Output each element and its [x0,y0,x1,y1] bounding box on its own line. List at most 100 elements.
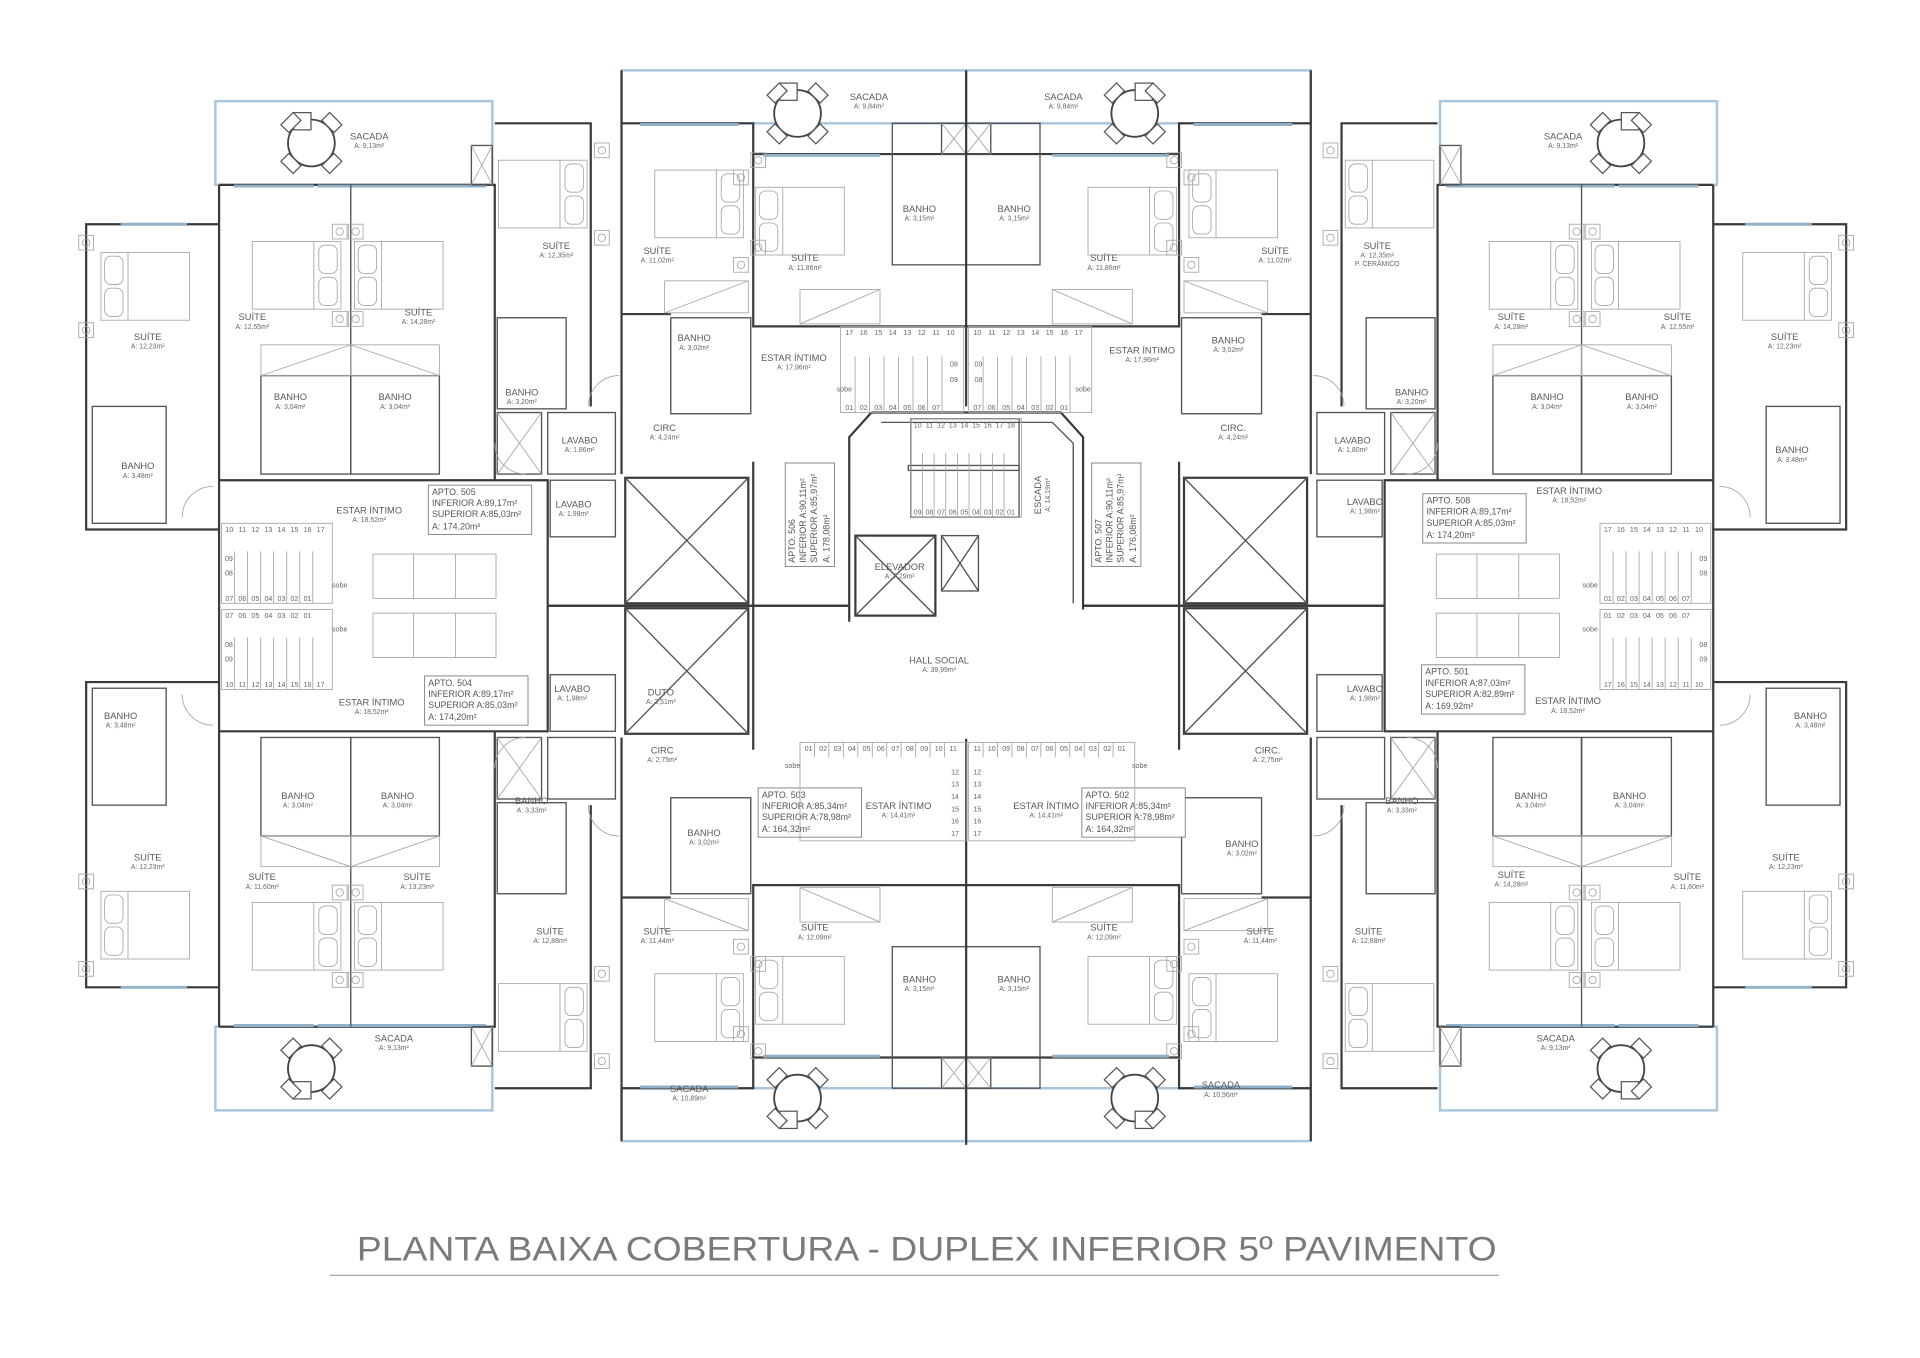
room-name: BANHO [1212,336,1245,346]
step-number: 08 [1699,641,1707,649]
step-number: 08 [950,361,958,369]
step-number: 09 [1699,555,1707,563]
apartment-total-area: A. 176,08m² [1128,514,1138,562]
step-number: 05 [1656,595,1664,603]
room-area: A: 9,13m² [1548,143,1579,150]
apartment-superior-area: SUPERIOR A:82,89m² [1425,689,1514,699]
step-number: 10 [947,329,955,337]
room-name: BANHO [998,974,1031,984]
step-number: 12 [251,526,259,534]
room-area: A: 12,23m² [1768,344,1802,351]
step-number: 08 [906,745,914,753]
step-number: 10 [914,421,922,429]
room-name: LAVABO [1347,684,1383,694]
room-name: BANHO [121,461,154,471]
step-number: 15 [1046,329,1054,337]
room-area: A: 12,55m² [235,324,269,331]
apartment-total-area: A: 164,32m² [762,824,810,834]
apartment-number: APTO. 508 [1426,496,1470,506]
room-area: A: 3,48m² [1777,457,1808,464]
apartment-superior-area: SUPERIOR A:85,97m² [809,474,819,563]
stair-up-label: sobe [332,581,347,589]
apartment-inferior-area: INFERIOR A:85,34m² [1086,801,1171,811]
room-name: LAVABO [1335,435,1371,445]
escada-area: A: 14,19m² [1045,477,1052,511]
room-label: SUÍTE A: 12,55m² [235,312,269,331]
apartment-number: APTO. 507 [1094,519,1104,563]
room-area: A: 11,02m² [641,257,675,264]
step-number: 12 [918,329,926,337]
room-name: DUTO [648,688,674,698]
step-number: 07 [225,595,233,603]
room-name: BANHO [1385,796,1418,806]
step-number: 04 [848,745,856,753]
room-area: A: 18,52m² [352,517,386,524]
room-name: SACADA [850,92,889,102]
room-label: ESTAR ÍNTIMO A: 18,52m² [336,505,402,524]
room-name: SUÍTE [536,926,564,936]
room-name: SUÍTE [405,307,433,317]
room-area: A: 11,60m² [1671,884,1705,891]
step-number: 02 [995,509,1003,517]
room-name: BANHO [998,204,1031,214]
room-name: BANHO [1395,387,1428,397]
apartment-total-area: A: 174,20m² [432,521,480,531]
room-name: LAVABO [562,435,598,445]
stair-up-label: sobe [837,386,852,394]
step-number: 16 [951,818,959,826]
room-name: HALL SOCIAL [909,656,969,666]
room-name: BANHO [1514,791,1547,801]
room-area: A: 4,24m² [650,435,681,442]
step-number: 03 [984,509,992,517]
step-number: 04 [889,404,897,412]
step-number: 17 [317,681,325,689]
step-number: 14 [889,329,897,337]
apartment-superior-area: SUPERIOR A:85,03m² [1426,518,1515,528]
step-number: 08 [974,376,982,384]
room-name: LAVABO [1347,497,1383,507]
room-name: BANHO [1794,711,1827,721]
room-note: P. CERÂMICO [1355,259,1400,268]
room-area: A: 3,02m² [1227,851,1258,858]
room-name: SUÍTE [1498,870,1526,880]
step-number: 16 [1617,681,1625,689]
step-number: 02 [860,404,868,412]
room-area: A: 4,24m² [1218,435,1249,442]
apartment-inferior-area: INFERIOR A:89,17m² [432,498,517,508]
room-name: CIRC. [1221,423,1246,433]
step-number: 02 [1617,612,1625,620]
step-number: 08 [1699,569,1707,577]
step-number: 07 [932,404,940,412]
step-number: 13 [973,781,981,789]
room-name: BANHO [903,204,936,214]
room-name: SUÍTE [239,312,267,322]
step-number: 10 [225,681,233,689]
room-name: ESTAR ÍNTIMO [336,505,402,515]
room-area: A: 3,48m² [106,723,137,730]
room-name: SUÍTE [543,241,571,251]
step-number: 11 [926,421,933,429]
